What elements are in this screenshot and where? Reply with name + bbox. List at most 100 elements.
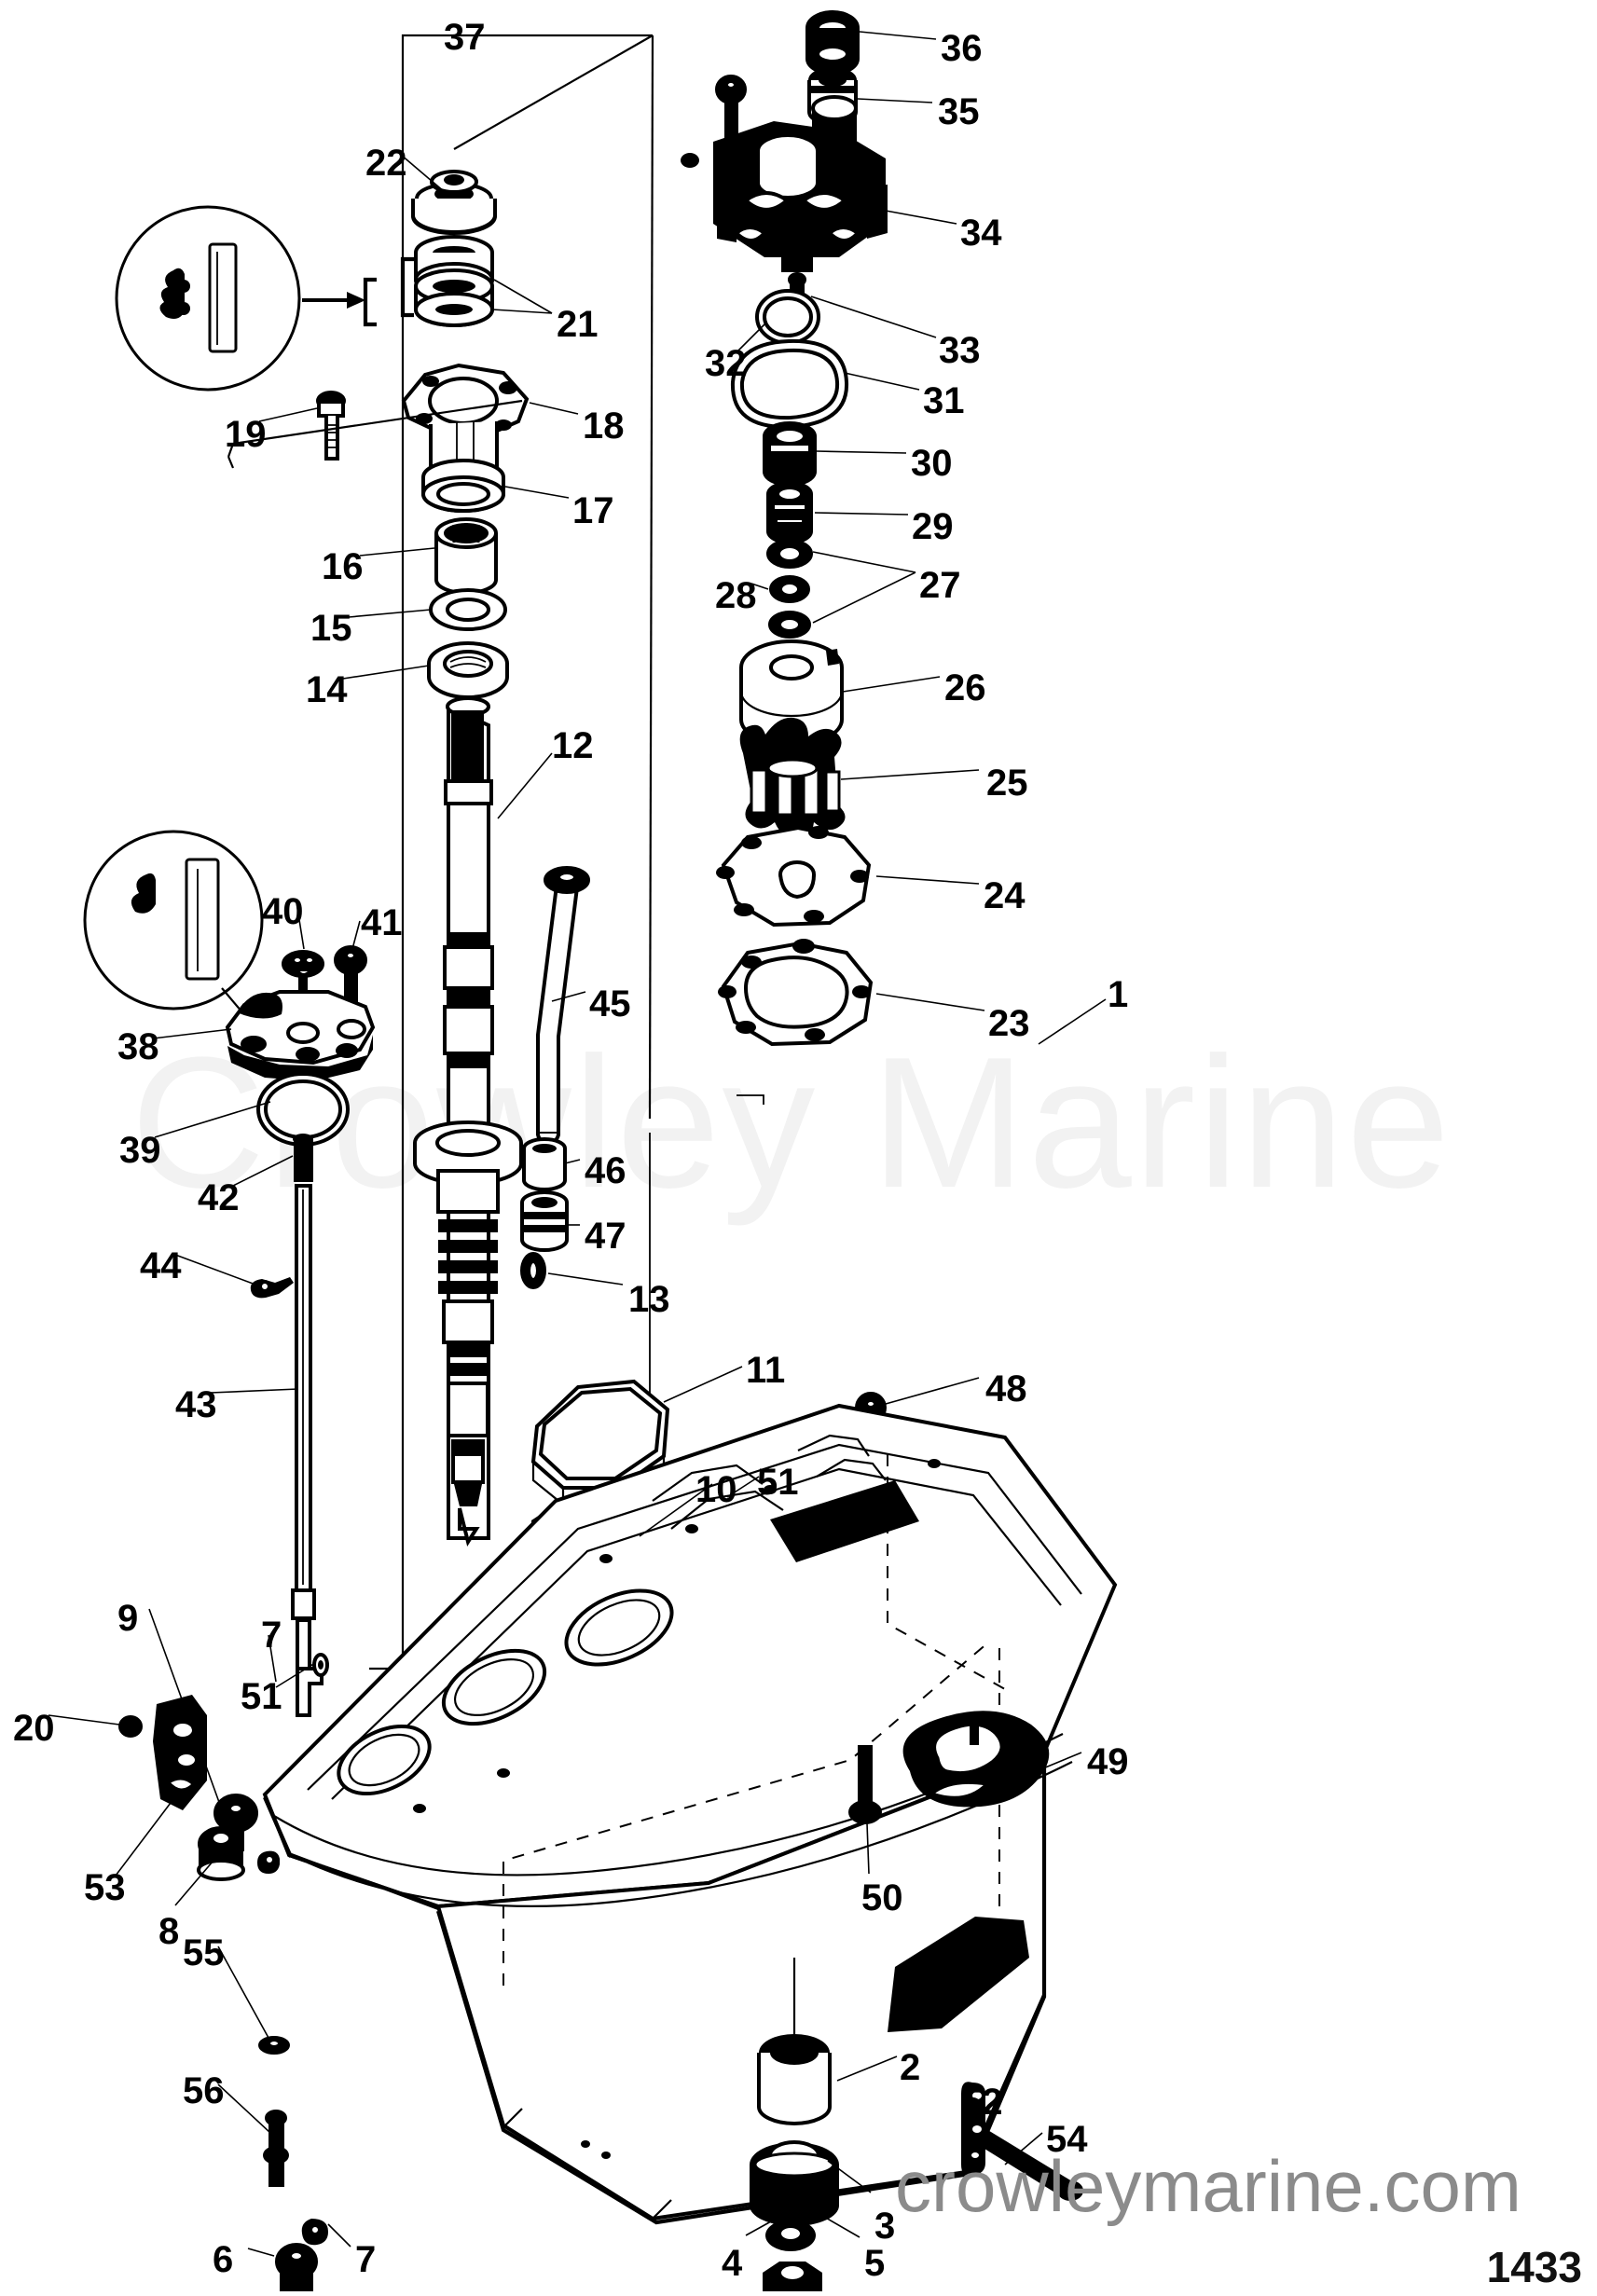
part-8-bushing <box>199 1827 243 1879</box>
part-55-washer <box>259 2037 289 2054</box>
callout-number-24: 24 <box>984 875 1026 916</box>
part-39-o-ring <box>258 1074 348 1145</box>
detail-bubble-upper <box>117 207 377 390</box>
callout-number-3: 3 <box>874 2206 896 2247</box>
callout-number-53: 53 <box>84 1867 126 1908</box>
callout-number-34: 34 <box>960 213 1002 254</box>
part-27-28-washers <box>767 540 812 638</box>
part-43-shift-shaft <box>293 1186 322 1715</box>
callout-number-2: 2 <box>900 2047 921 2088</box>
callout-number-18: 18 <box>583 406 625 447</box>
callout-number-38: 38 <box>117 1026 159 1067</box>
callout-number-22: 22 <box>365 143 407 184</box>
part-44-clip <box>250 1277 294 1299</box>
part-49-anode-cover <box>902 1711 1050 1808</box>
callout-number-48: 48 <box>985 1368 1027 1409</box>
callout-number-35: 35 <box>938 91 980 132</box>
part-54-pin <box>977 2129 1083 2201</box>
callout-number-29: 29 <box>912 506 954 547</box>
callout-number-43: 43 <box>175 1384 217 1425</box>
callout-number-13: 13 <box>628 1279 670 1320</box>
callout-number-40: 40 <box>262 891 304 932</box>
callout-number-7: 7 <box>261 1615 282 1656</box>
callout-number-12: 12 <box>552 725 594 766</box>
callout-number-30: 30 <box>911 443 953 484</box>
part-38-shift-bracket <box>227 992 373 1081</box>
part-21-bearings <box>403 237 492 325</box>
part-1-gear-housing <box>265 1406 1115 2222</box>
watermark-url: crowleymarine.com <box>895 2145 1521 2227</box>
callout-number-8: 8 <box>158 1911 180 1952</box>
detail-bubble-lower <box>85 832 262 1018</box>
callout-number-51: 51 <box>241 1676 282 1717</box>
part-47-seal <box>522 1192 567 1250</box>
part-36-nut <box>806 11 859 75</box>
part-29-bushing <box>767 482 812 543</box>
callout-number-7: 7 <box>355 2239 377 2280</box>
part-16-bearing-sleeve <box>436 519 496 593</box>
callout-number-1: 1 <box>1108 974 1129 1015</box>
callout-number-15: 15 <box>310 608 352 649</box>
callout-number-16: 16 <box>322 546 364 587</box>
part-50-bolt <box>849 1745 881 1823</box>
callout-number-11: 11 <box>746 1350 786 1391</box>
callout-number-33: 33 <box>939 330 981 371</box>
callout-number-21: 21 <box>557 304 599 345</box>
callout-number-26: 26 <box>944 667 986 708</box>
callout-number-39: 39 <box>119 1130 161 1171</box>
callout-number-42: 42 <box>198 1177 240 1218</box>
callout-number-55: 55 <box>183 1932 225 1973</box>
part-20-pin <box>119 1716 142 1737</box>
callout-number-27: 27 <box>919 565 961 606</box>
part-2-bearing-sleeve <box>759 1958 830 2124</box>
part-4-washer <box>765 2220 816 2251</box>
part-46-grommet <box>524 1139 565 1189</box>
callout-number-10: 10 <box>695 1469 737 1510</box>
part-56-bolt <box>264 2110 288 2187</box>
callout-leader-lines <box>48 32 1106 2256</box>
callout-number-20: 20 <box>13 1708 55 1749</box>
part-45-water-tube <box>538 867 589 1143</box>
callout-number-14: 14 <box>306 669 348 710</box>
part-53-anode <box>153 1695 207 1810</box>
part-19-bolt <box>317 392 345 459</box>
sheet-number: 1433 <box>1486 2243 1582 2291</box>
callout-number-49: 49 <box>1087 1741 1129 1782</box>
callout-number-5: 5 <box>864 2243 886 2284</box>
part-30-bushing <box>764 422 816 486</box>
part-31-gasket-ring <box>733 341 847 427</box>
part-14-seal <box>429 643 507 697</box>
callout-number-6: 6 <box>213 2239 234 2280</box>
part-24-pump-base <box>716 826 869 925</box>
part-51-fastener-a <box>314 1655 327 1675</box>
part-7-clip-b <box>301 2219 328 2246</box>
callout-number-44: 44 <box>140 1245 182 1286</box>
callout-number-52: 52 <box>961 2082 1003 2123</box>
part-3-pinion-gear <box>750 2142 839 2226</box>
callout-number-47: 47 <box>585 1216 626 1257</box>
part-13-retaining-ring <box>521 1253 545 1288</box>
part-15-washer <box>431 590 505 629</box>
callout-number-54: 54 <box>1046 2119 1088 2160</box>
callout-number-41: 41 <box>361 902 403 943</box>
part-32-o-ring <box>757 291 819 343</box>
callout-number-37: 37 <box>444 17 486 58</box>
part-42-bushing <box>293 1134 313 1182</box>
part-23-gasket <box>718 939 871 1044</box>
part-12-driveshaft <box>415 698 521 1542</box>
part-52-retainer <box>961 2082 985 2177</box>
part-18-bearing-carrier <box>228 365 527 477</box>
callout-number-9: 9 <box>117 1598 139 1639</box>
callout-number-28: 28 <box>715 575 757 616</box>
callout-number-4: 4 <box>722 2243 743 2284</box>
part-17-seal <box>423 461 503 511</box>
callout-number-32: 32 <box>705 343 747 384</box>
callout-number-25: 25 <box>986 763 1028 804</box>
part-6-fastener <box>276 2244 317 2291</box>
callout-number-19: 19 <box>225 414 267 455</box>
callout-number-17: 17 <box>572 490 614 531</box>
callout-number-50: 50 <box>861 1877 903 1918</box>
part-11-seal-carrier <box>533 1382 668 1505</box>
